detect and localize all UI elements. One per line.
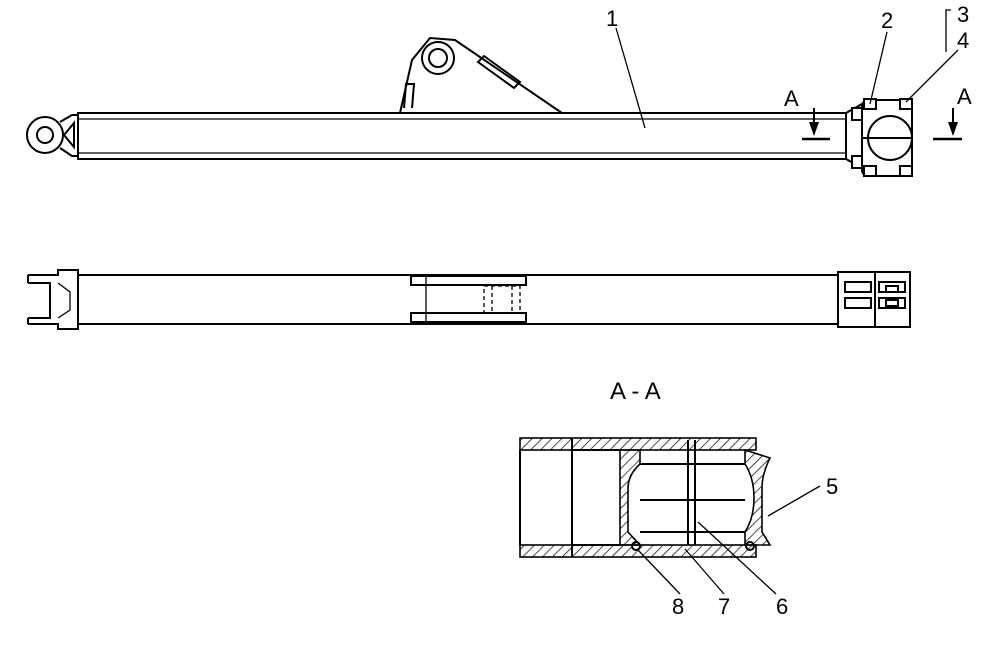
clamp-bolt-top-right [899, 98, 913, 110]
bracket-boss [421, 41, 455, 75]
bracket-gusset-right [476, 54, 522, 90]
eye-hole [36, 126, 54, 144]
callout-1: 1 [606, 6, 618, 31]
top-view [27, 269, 911, 330]
section-boss-left [619, 449, 642, 546]
clamp-top-bolt-1 [844, 281, 872, 293]
bracket-hole [428, 48, 448, 68]
clamp-nut-left-bottom [851, 155, 863, 169]
section-marker-left: A [784, 86, 799, 111]
callout-5: 5 [826, 474, 838, 499]
section-bolt-left [631, 541, 641, 551]
pin-hidden-outline [483, 285, 521, 314]
callout-6: 6 [776, 594, 788, 619]
leader-5 [767, 485, 821, 517]
clamp-top-bolt-2 [844, 297, 872, 309]
leader-1 [615, 27, 646, 129]
callout-8: 8 [672, 594, 684, 619]
eye-wedge [62, 120, 75, 150]
clamp-top-nut-1 [885, 285, 899, 293]
leader-7 [684, 548, 725, 595]
callout-2: 2 [881, 8, 893, 33]
section-boss-right [744, 448, 772, 546]
main-tube [77, 112, 847, 160]
section-view: A - A [519, 378, 772, 558]
fork-slot [28, 282, 51, 319]
bracket-plate-top [410, 275, 527, 286]
leader-8 [637, 549, 681, 595]
leader-6 [697, 521, 777, 595]
bracket-plate-bottom [410, 312, 527, 323]
section-title: A - A [610, 378, 661, 405]
section-wall-top [519, 437, 757, 451]
side-view: A A [26, 36, 972, 177]
eye-lug [26, 116, 64, 154]
leader-2 [869, 31, 888, 105]
callout-4: 4 [957, 28, 969, 53]
clamp-bolt-bottom-left [863, 165, 877, 177]
callout-3: 3 [957, 2, 969, 27]
section-wall-bottom [519, 544, 757, 558]
clamp-nut-left-top [851, 107, 863, 121]
callout-7: 7 [718, 594, 730, 619]
leader-4 [905, 49, 959, 103]
leader-lines [615, 9, 959, 595]
clamp-bolt-bottom-right [899, 165, 913, 177]
fork-inner [57, 282, 71, 319]
lug-bracket [398, 36, 566, 114]
section-arrow-right-head [948, 122, 958, 136]
leader-3-bracket [945, 9, 951, 52]
section-marker-right: A [957, 84, 972, 109]
clamp-top-nut-2 [885, 299, 899, 307]
bracket-gusset-left [403, 83, 416, 109]
callouts: 1 2 3 4 5 6 7 8 [606, 2, 969, 619]
section-bolt-right [745, 541, 755, 551]
section-arrow-left-head [809, 122, 819, 136]
